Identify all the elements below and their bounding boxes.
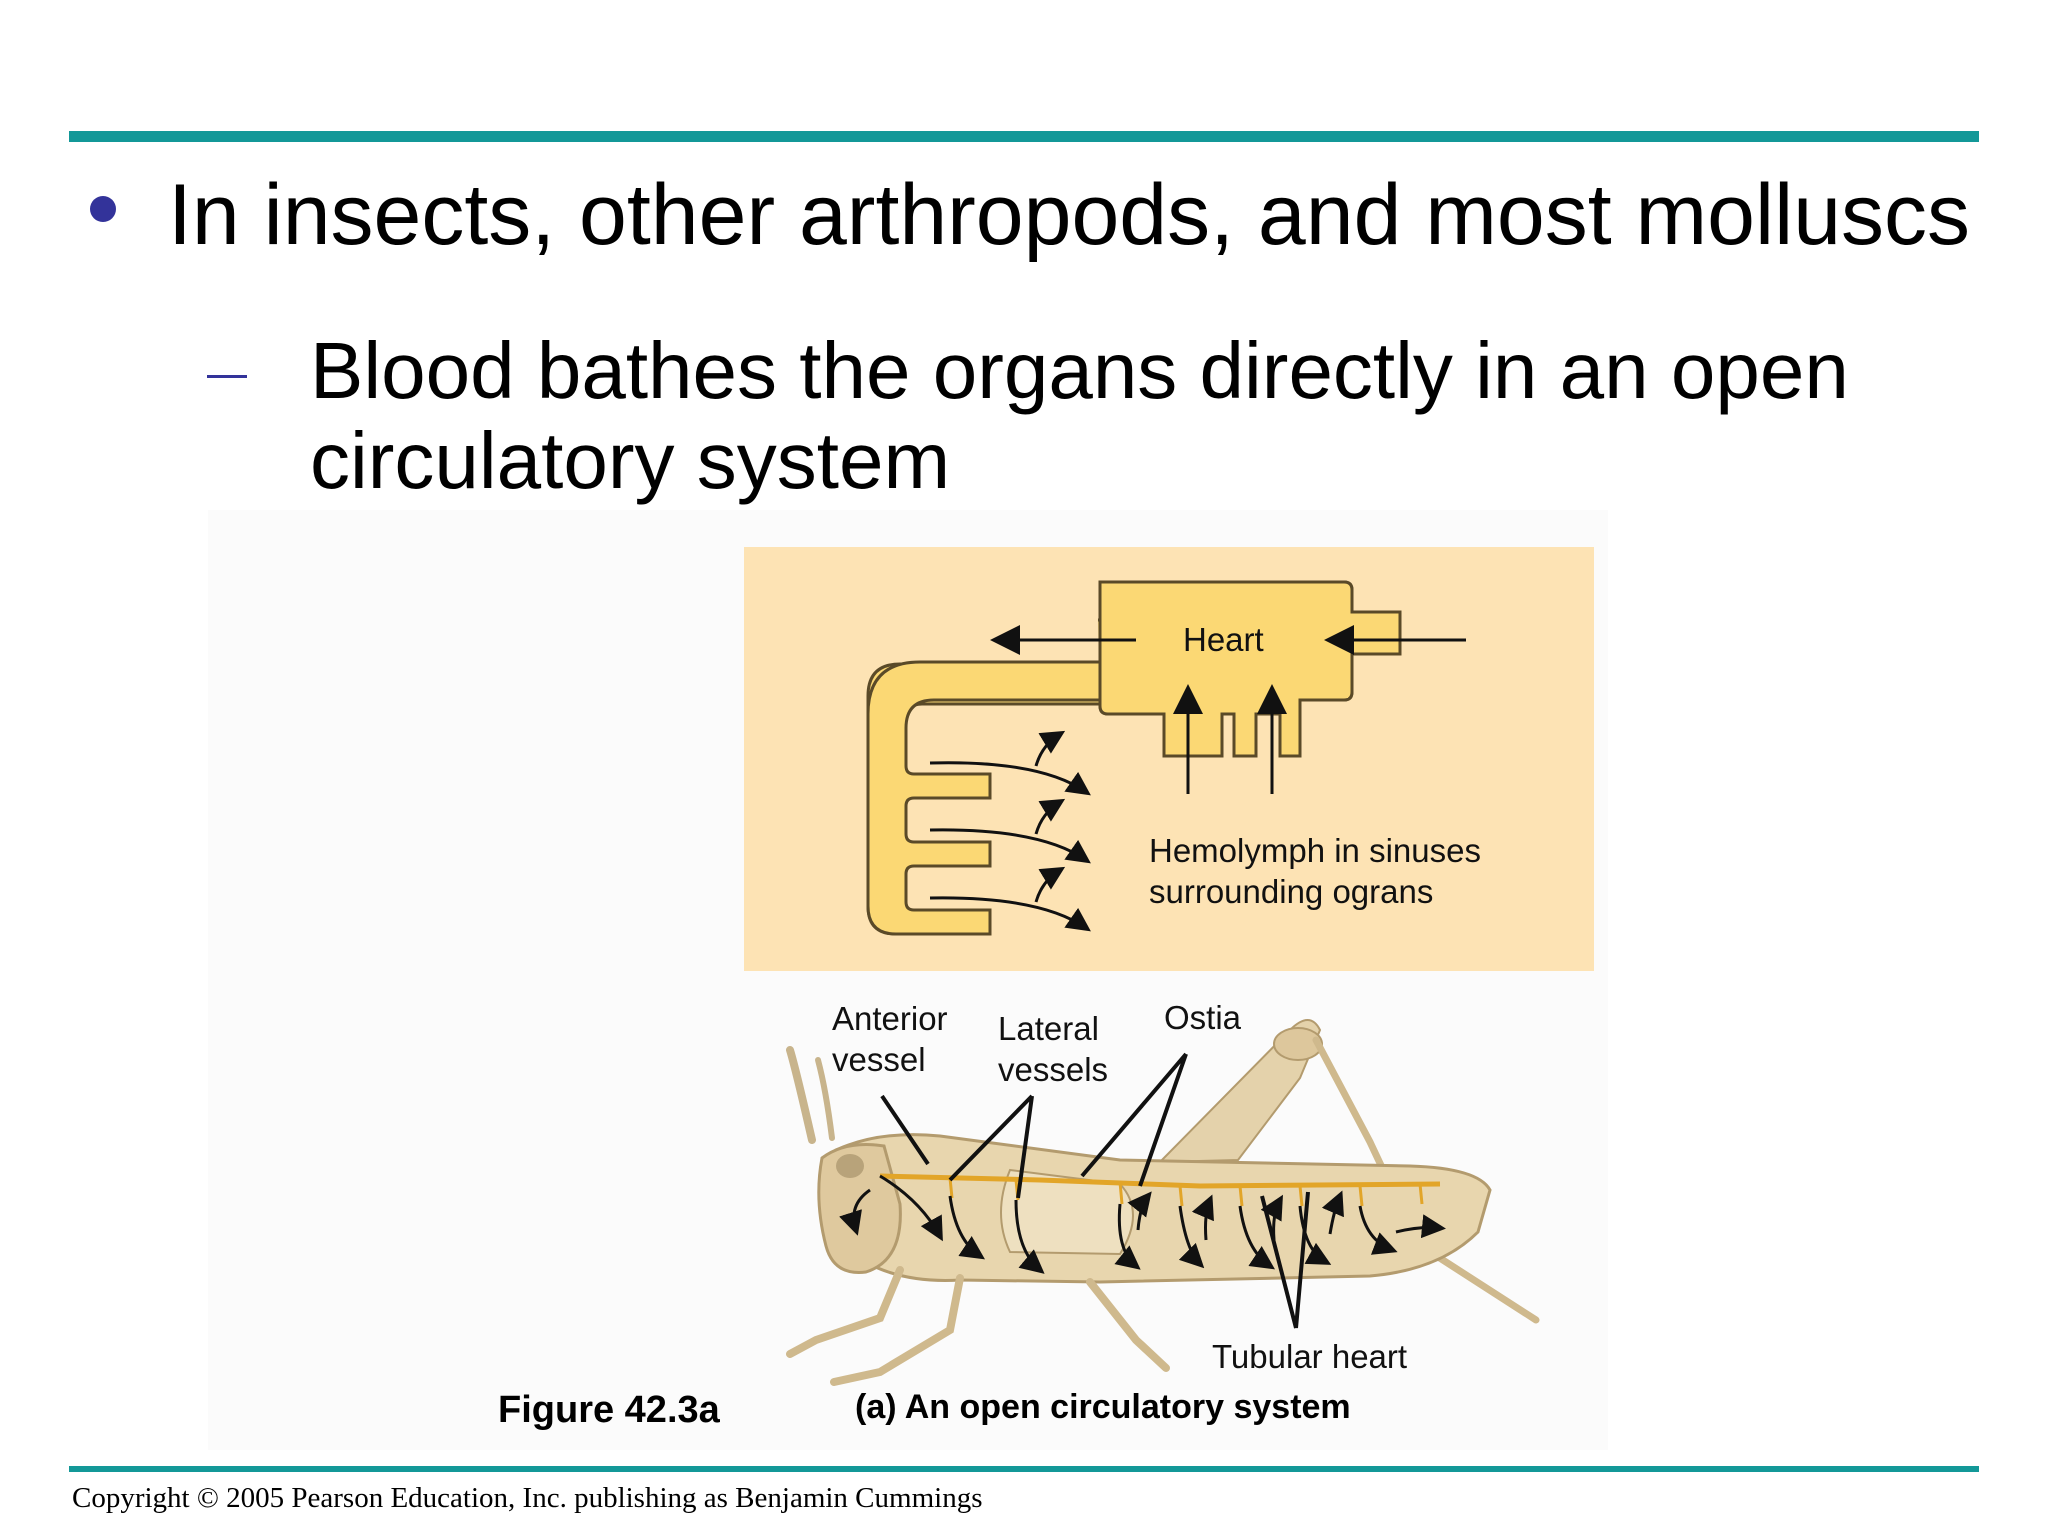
label-pointer-lines — [880, 1052, 1310, 1329]
tubular-heart-label: Tubular heart — [1212, 1338, 1407, 1375]
sub-bullet-text: Blood bathes the organs directly in an o… — [310, 326, 1930, 506]
anterior-vessel-label-line-2: vessel — [832, 1041, 926, 1078]
lateral-vessels-label-line-1: Lateral — [998, 1010, 1099, 1047]
open-circulation-schematic: Heart Hemolymph in sinuses surrounding o… — [744, 547, 1594, 971]
sub-bullet-line-2: circulatory system — [310, 416, 951, 505]
copyright-notice: Copyright © 2005 Pearson Education, Inc.… — [72, 1482, 983, 1514]
lateral-vessels-label-line-2: vessels — [998, 1051, 1108, 1088]
top-divider — [69, 131, 1979, 142]
hemolymph-label-line-1: Hemolymph in sinuses — [1149, 832, 1481, 869]
grasshopper-illustration: Anterior vessel Lateral vessels Ostia Tu… — [786, 999, 1540, 1386]
bullet-marker — [90, 196, 116, 222]
ostia-label: Ostia — [1164, 999, 1242, 1036]
anterior-vessel-label-line-1: Anterior — [832, 1000, 948, 1037]
hemolymph-flow-arrows — [839, 1174, 1446, 1274]
heart-chamber — [1104, 586, 1348, 698]
bottom-divider — [69, 1466, 1979, 1472]
outflow-arrows — [929, 730, 1091, 932]
bullet-heading: In insects, other arthropods, and most m… — [168, 167, 1971, 263]
figure-number: Figure 42.3a — [498, 1389, 721, 1431]
figure-caption: (a) An open circulatory system — [855, 1388, 1351, 1426]
sub-bullet-dash — [207, 375, 247, 378]
sub-bullet-line-1: Blood bathes the organs directly in an o… — [310, 326, 1849, 415]
hemolymph-label-line-2: surrounding ograns — [1149, 873, 1433, 910]
heart-label: Heart — [1183, 621, 1264, 658]
